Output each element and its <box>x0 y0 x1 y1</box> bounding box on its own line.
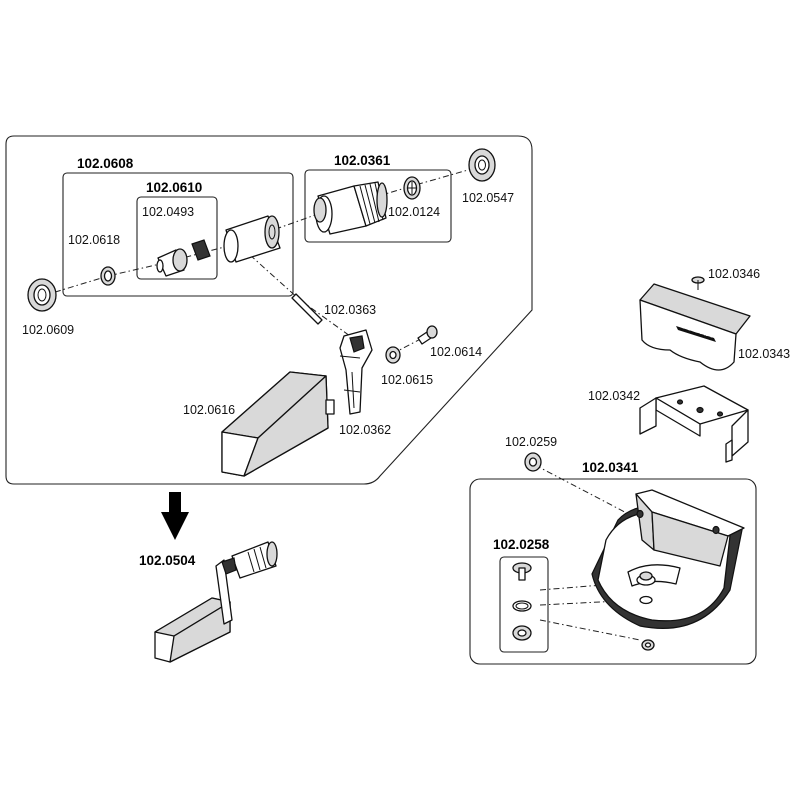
label-0342: 102.0342 <box>588 389 640 403</box>
label-0124: 102.0124 <box>388 205 440 219</box>
label-0547: 102.0547 <box>462 191 514 205</box>
screw-0346 <box>691 276 705 290</box>
label-0614: 102.0614 <box>430 345 482 359</box>
label-0618: 102.0618 <box>68 233 120 247</box>
sleeve-cylinder <box>223 215 281 263</box>
label-0343: 102.0343 <box>738 347 790 361</box>
label-0259: 102.0259 <box>505 435 557 449</box>
label-assembly-valve: 102.0610 <box>146 180 202 195</box>
float-0616 <box>221 371 335 477</box>
bowl-assembly-frame <box>469 478 757 665</box>
nut-0258 <box>512 625 532 641</box>
bracket-0342 <box>639 385 749 463</box>
bowl-fasteners <box>639 571 655 651</box>
label-0615: 102.0615 <box>381 373 433 387</box>
label-0493: 102.0493 <box>142 205 194 219</box>
assembly-0258-frame <box>499 556 549 653</box>
label-0609: 102.0609 <box>22 323 74 337</box>
label-assembly-main: 102.0608 <box>77 156 134 171</box>
main-panel-frame <box>5 135 533 485</box>
bolt-0258 <box>512 562 532 581</box>
bowl-0341 <box>591 489 745 629</box>
label-bowl-assembly: 102.0341 <box>582 460 639 475</box>
threaded-fitting-0361 <box>313 181 388 235</box>
labels: 102.0608 102.0610 102.0361 102.0493 102.… <box>22 153 790 568</box>
filter-0124 <box>403 176 421 200</box>
nut-0547 <box>468 148 496 182</box>
label-0616: 102.0616 <box>183 403 235 417</box>
screw-0614 <box>417 325 438 345</box>
assembled-valve-0504 <box>154 541 278 663</box>
label-0362: 102.0362 <box>339 423 391 437</box>
washer-0615 <box>385 346 401 364</box>
lever-0362 <box>339 329 373 415</box>
label-assembly-fitting: 102.0361 <box>334 153 391 168</box>
valve-0493 <box>156 239 211 277</box>
label-0258: 102.0258 <box>493 537 550 552</box>
assembly-main-frame <box>62 172 294 297</box>
oring-0258 <box>512 600 532 612</box>
plug-0259 <box>524 452 542 472</box>
label-0346: 102.0346 <box>708 267 760 281</box>
axis-lines <box>41 165 641 641</box>
assembly-fitting-frame <box>304 169 452 243</box>
label-0363: 102.0363 <box>324 303 376 317</box>
ring-0618 <box>100 266 116 286</box>
assembly-valve-frame <box>136 196 218 280</box>
cover-0343: SUEVIA <box>639 283 751 371</box>
down-arrow-icon <box>161 492 189 540</box>
pin-0363 <box>291 293 323 325</box>
label-0504: 102.0504 <box>139 553 196 568</box>
nut-0609 <box>27 278 57 312</box>
